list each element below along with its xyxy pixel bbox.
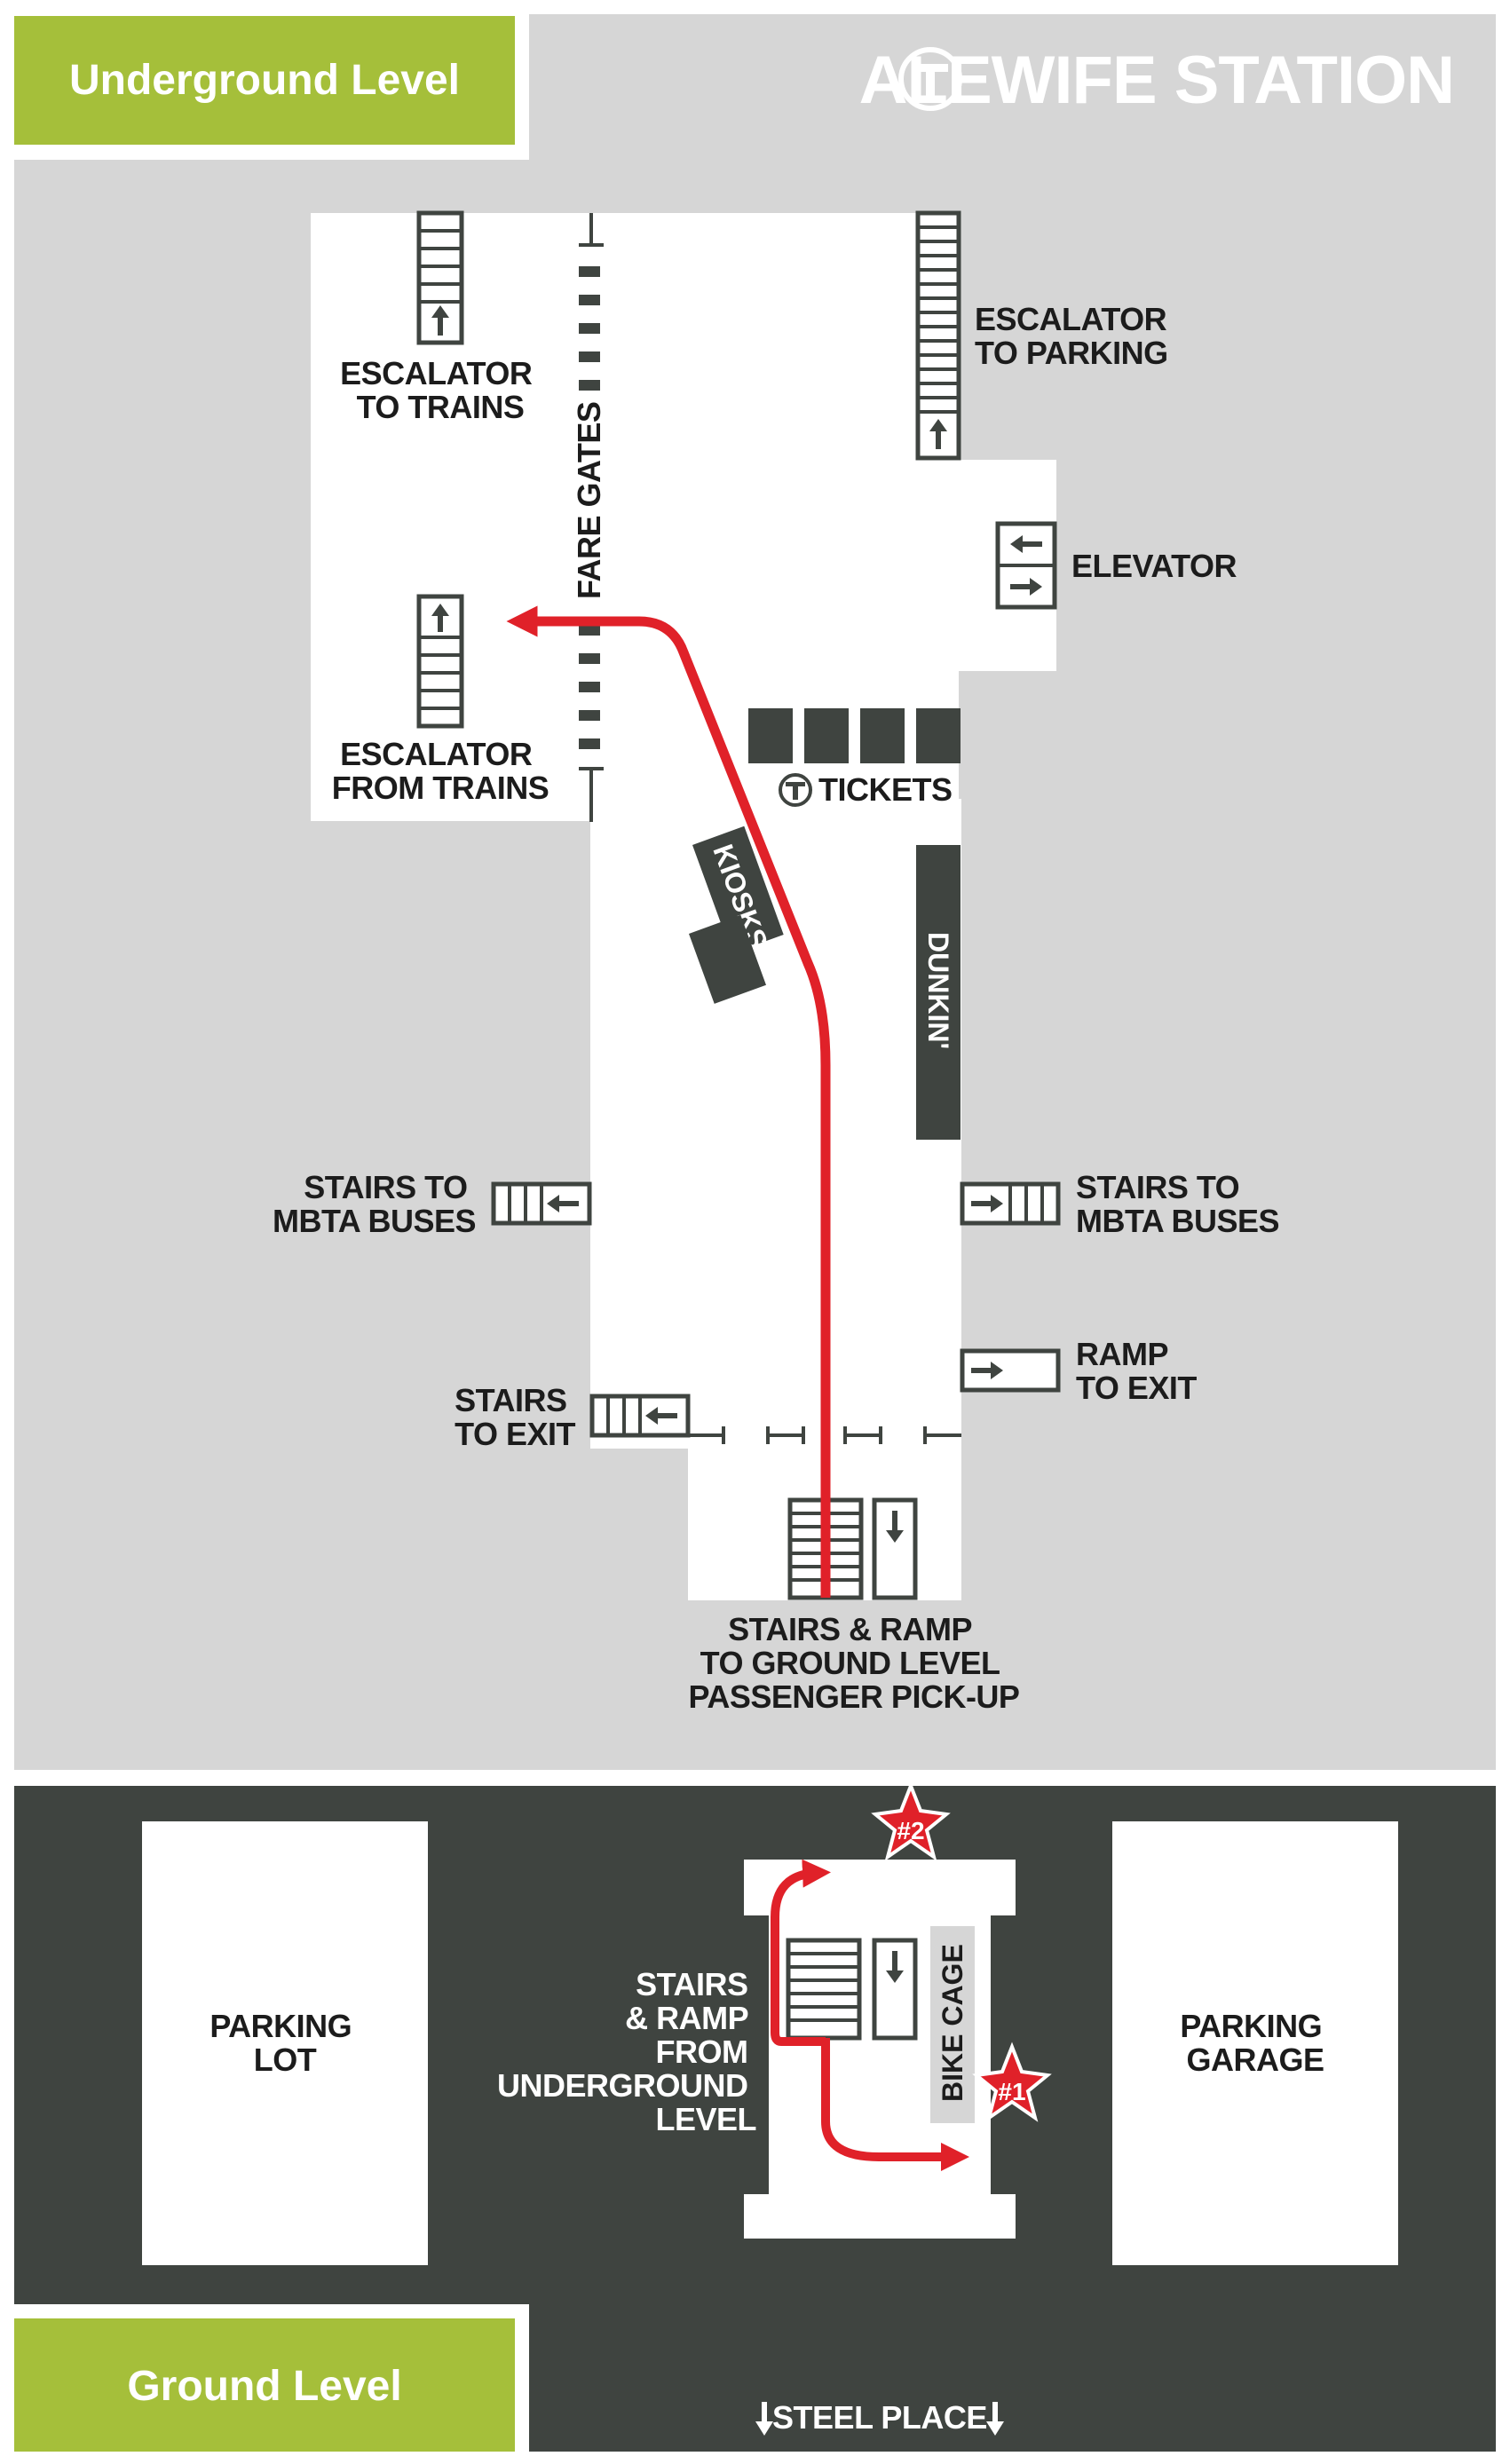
ground-level-label: Ground Level (127, 2363, 401, 2410)
stairs-to-exit[interactable]: STAIRS TO EXIT (455, 1382, 691, 1452)
elevator[interactable]: ELEVATOR (995, 521, 1237, 610)
svg-text:STAIRS TO MBTA BUSES: STAIRS TO MBTA BUSES (1076, 1169, 1279, 1239)
right-arrow-icon (971, 1362, 1003, 1379)
station-name: ALEWIFE STATION (859, 43, 1454, 118)
up-arrow-icon (431, 305, 449, 336)
up-arrow-icon (431, 604, 449, 632)
parking-garage: PARKING GARAGE (1112, 1821, 1398, 2265)
parking-garage-label-2: GARAGE (1186, 2041, 1324, 2078)
svg-text:STAIRS TO EXIT: STAIRS TO EXIT (455, 1382, 575, 1452)
stairs-buses-right-label-1: STAIRS TO (1076, 1169, 1239, 1205)
down-arrow-icon (886, 1951, 904, 1983)
marker-1-label: #1 (998, 2078, 1025, 2105)
marker-2-label: #2 (897, 1817, 924, 1844)
parking-garage-label-1: PARKING (1180, 2008, 1322, 2044)
stairs-buses-right-label-2: MBTA BUSES (1076, 1203, 1279, 1239)
ramp-to-exit[interactable]: RAMP TO EXIT (960, 1336, 1198, 1406)
station-title: ALEWIFE STATION (859, 43, 1455, 118)
stairs-to-exit-label-2: TO EXIT (455, 1416, 575, 1452)
stairs-to-mbta-buses-left[interactable]: STAIRS TO MBTA BUSES (273, 1169, 592, 1239)
right-arrow-icon (1010, 578, 1042, 596)
stairs-from-underground-label-4: UNDERGROUND (497, 2067, 748, 2104)
escalator-to-trains-label-2: TO TRAINS (357, 389, 525, 425)
svg-text:RAMP TO EXIT: RAMP TO EXIT (1076, 1336, 1197, 1406)
left-arrow-icon (1010, 535, 1042, 553)
stairs-from-underground-label-2: & RAMP (625, 2000, 747, 2036)
mbta-t-icon (779, 773, 812, 807)
stairs-buses-left-label-2: MBTA BUSES (273, 1203, 476, 1239)
stairs-ramp-from-underground[interactable]: STAIRS & RAMP FROM UNDERGROUND LEVEL (497, 1938, 918, 2137)
escalator-to-parking-label-2: TO PARKING (975, 335, 1168, 371)
escalator-to-parking-label-1: ESCALATOR (975, 301, 1167, 337)
stairs-ramp-ground-label-3: PASSENGER PICK-UP (689, 1678, 1020, 1715)
escalator-from-trains-label-2: FROM TRAINS (332, 770, 549, 806)
marker-1-star: #1 (972, 2041, 1052, 2122)
stairs-from-underground-label-1: STAIRS (636, 1966, 747, 2002)
bike-cage-label: BIKE CAGE (937, 1944, 968, 2102)
left-arrow-icon (645, 1407, 677, 1425)
stairs-ramp-ground-label-1: STAIRS & RAMP (728, 1611, 971, 1647)
tickets-label: TICKETS (818, 771, 953, 808)
down-arrow-icon (986, 2402, 1004, 2436)
parking-lot-label-2: LOT (254, 2041, 317, 2078)
route-arrow-underground (506, 605, 831, 1598)
stairs-from-underground-label-5: LEVEL (655, 2101, 756, 2137)
left-arrow-icon (547, 1195, 579, 1212)
right-arrow-icon (971, 1195, 1003, 1212)
steel-place-label: STEEL PLACE (772, 2399, 987, 2436)
stairs-ramp-to-ground-level[interactable]: STAIRS & RAMP TO GROUND LEVEL PASSENGER … (689, 1497, 1020, 1715)
svg-text:PARKING GARAGE: PARKING GARAGE (1180, 2008, 1330, 2078)
ticket-machines[interactable]: TICKETS (748, 708, 961, 808)
ground-level: PARKING LOT PARKING GARAGE (0, 1781, 1496, 2464)
escalator-from-trains[interactable]: ESCALATOR FROM TRAINS (332, 594, 549, 806)
svg-text:PARKING LOT: PARKING LOT (210, 2008, 360, 2078)
svg-text:STAIRS & RAMP TO GROUN: STAIRS & RAMP TO GROUND LEVEL PASSENGER … (689, 1611, 1020, 1715)
parking-lot: PARKING LOT (142, 1821, 428, 2265)
passenger-pickup-area (744, 1860, 1016, 2239)
route-arrow-to-marker-1 (821, 2038, 970, 2172)
ramp-to-exit-label-1: RAMP (1076, 1336, 1167, 1372)
ramp-to-exit-label-2: TO EXIT (1076, 1370, 1197, 1406)
fare-gates: FARE GATES (571, 213, 607, 822)
escalator-to-trains[interactable]: ESCALATOR TO TRAINS (340, 210, 541, 425)
svg-text:ESCALATOR FROM TRAINS: ESCALATOR FROM TRAINS (332, 736, 549, 806)
underground-level-badge: Underground Level (0, 0, 529, 160)
svg-text:ESCALATOR TO TRAINS: ESCALATOR TO TRAINS (340, 355, 541, 425)
stairs-from-underground-label-3: FROM (656, 2034, 748, 2070)
steel-place-street: STEEL PLACE (755, 2399, 1004, 2436)
escalator-to-parking[interactable]: ESCALATOR TO PARKING (915, 210, 1175, 461)
stairs-buses-left-label-1: STAIRS TO (304, 1169, 467, 1205)
down-arrow-icon (886, 1511, 904, 1543)
bike-cage: BIKE CAGE (930, 1926, 975, 2123)
svg-text:STAIRS & RAMP: STAIRS & RAMP FROM UNDERGROUND LEVEL (497, 1966, 756, 2137)
stairs-to-mbta-buses-right[interactable]: STAIRS TO MBTA BUSES (960, 1169, 1280, 1239)
dunkin-label: DUNKIN' (922, 932, 954, 1049)
stairs-to-exit-label-1: STAIRS (455, 1382, 566, 1418)
underground-level: Underground Level ALEWIFE STATION (0, 0, 1496, 1770)
parking-lot-label-1: PARKING (210, 2008, 352, 2044)
route-arrow-to-marker-2 (771, 1859, 831, 2046)
up-arrow-icon (929, 419, 947, 449)
svg-text:ESCALATOR TO PARKING: ESCALATOR TO PARKING (975, 301, 1175, 371)
svg-text:STAIRS TO MBTA BUSES: STAIRS TO MBTA BUSES (273, 1169, 476, 1239)
elevator-label: ELEVATOR (1071, 548, 1237, 584)
fare-gates-label: FARE GATES (571, 402, 607, 599)
escalator-to-trains-label-1: ESCALATOR (340, 355, 533, 391)
marker-2-star: #2 (871, 1781, 951, 1861)
down-arrow-icon (755, 2402, 773, 2436)
stairs-ramp-ground-label-2: TO GROUND LEVEL (700, 1645, 1000, 1681)
ground-level-badge: Ground Level (0, 2304, 529, 2464)
dunkin-shop[interactable]: DUNKIN' (916, 845, 961, 1140)
exit-gates (688, 1426, 961, 1444)
mbta-t-logo-icon (898, 47, 962, 111)
escalator-from-trains-label-1: ESCALATOR (340, 736, 533, 772)
underground-level-label: Underground Level (69, 57, 460, 104)
